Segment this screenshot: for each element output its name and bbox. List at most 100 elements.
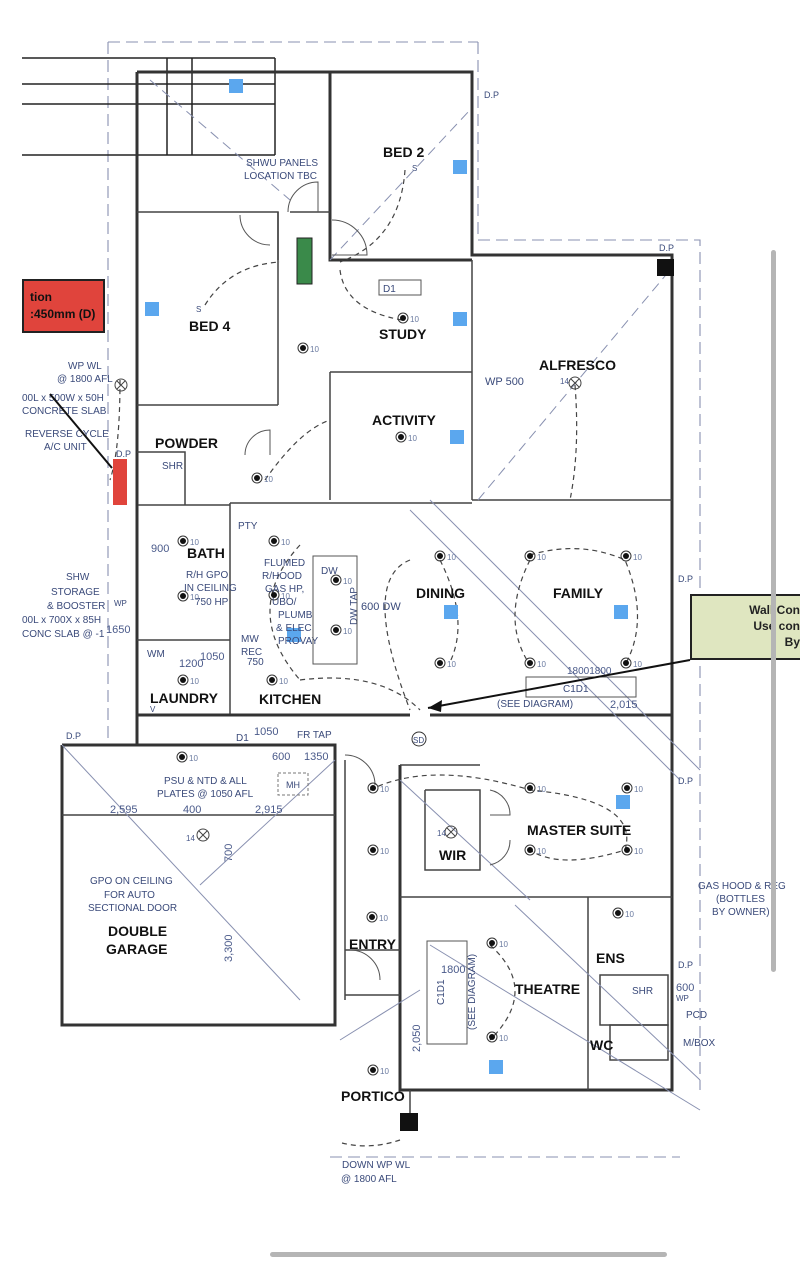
ac-unit-marker: [113, 459, 127, 505]
label-dp-7: D.P: [678, 960, 693, 970]
downlight-label: 10: [408, 434, 417, 443]
downlight-ring: [486, 1031, 498, 1043]
room-laundry: LAUNDRY: [150, 690, 219, 706]
dim-600-ens: 600: [676, 982, 694, 994]
label-sd: SD: [413, 736, 424, 745]
note-psu-1: PSU & NTD & ALL: [164, 776, 247, 787]
downlight-icon: [527, 785, 533, 791]
label-dw-tap: DW TAP: [349, 587, 360, 625]
post: [657, 259, 674, 276]
downlight-label: 10: [343, 627, 352, 636]
downlight-icon: [437, 553, 443, 559]
downlight-ring: [266, 674, 278, 686]
note-gpo-1: GPO ON CEILING: [90, 876, 173, 887]
label-wm: WM: [147, 649, 165, 660]
downlight-label: 10: [189, 754, 198, 763]
downlight-ring: [486, 937, 498, 949]
walls: [60, 70, 674, 1130]
label-shr-ens: SHR: [632, 986, 653, 997]
note-rhgpo-2: IN CEILING: [184, 583, 237, 594]
dim-900: 900: [151, 543, 169, 555]
downlight-label: 10: [537, 785, 546, 794]
dim-2595: 2,595: [110, 804, 138, 816]
label-750: 750: [247, 657, 264, 668]
downlight-ring: [524, 550, 536, 562]
label-dw: DW: [321, 566, 338, 577]
note-rc-1: REVERSE CYCLE: [25, 429, 109, 440]
downlight-icon: [527, 660, 533, 666]
callout-arrow: [427, 659, 691, 709]
vertical-scrollbar[interactable]: [771, 250, 776, 972]
doors: [239, 181, 511, 981]
downlight-ring: [620, 550, 632, 562]
exhaust-fan-cross: [570, 378, 580, 388]
downlight-icon: [180, 677, 186, 683]
hall-marker: [296, 237, 313, 285]
note-gas-1: GAS HOOD & REG: [698, 881, 786, 892]
downlight-icon: [179, 754, 185, 760]
downlight-label: 10: [537, 553, 546, 562]
horizontal-scrollbar[interactable]: [270, 1252, 667, 1257]
note-wpwl-2: @ 1800 AFL: [57, 374, 113, 385]
dim-1800: 1800: [441, 964, 465, 976]
note-down-1: DOWN WP WL: [342, 1160, 411, 1171]
room-bath: BATH: [187, 545, 225, 561]
downlight-label: 10: [190, 677, 199, 686]
downlight-ring: [367, 1064, 379, 1076]
downlight-ring: [366, 911, 378, 923]
label-s-bed2: S: [412, 164, 417, 173]
downlight-ring: [177, 535, 189, 547]
label-s-bed4: S: [196, 305, 201, 314]
wiring: [109, 169, 638, 1147]
downlight-label: 10: [447, 660, 456, 669]
note-flumed-7: PROVAY: [278, 636, 319, 647]
label-pty: PTY: [238, 521, 258, 532]
downlight-ring: [177, 674, 189, 686]
downlight-ring: [524, 844, 536, 856]
downlight-label: 10: [380, 1067, 389, 1076]
note-wpwl-1: WP WL: [68, 361, 102, 372]
downlight-label: 10: [625, 910, 634, 919]
downlight-ring: [176, 751, 188, 763]
note-down-2: @ 1800 AFL: [341, 1174, 397, 1185]
label-d1-kitchen: D1: [236, 733, 249, 744]
downlight-icon: [180, 593, 186, 599]
downlight-icon: [369, 914, 375, 920]
label-pcd: PCD: [686, 1010, 707, 1021]
downlight-label: 10: [499, 1034, 508, 1043]
room-portico: PORTICO: [341, 1088, 405, 1104]
red-callout-line-2: :450mm (D): [30, 307, 96, 321]
downlight-icon: [489, 1034, 495, 1040]
downlight-label: 10: [281, 592, 290, 601]
downlight-ring: [397, 312, 409, 324]
mh-box: [277, 772, 309, 796]
note-flumed-4: UBO/: [272, 597, 297, 608]
room-bed-4: BED 4: [189, 318, 230, 334]
downlight-icon: [271, 592, 277, 598]
downlight-ring: [177, 590, 189, 602]
note-flumed-2: R/HOOD: [262, 571, 302, 582]
room-double-garage-1: DOUBLE: [108, 923, 167, 939]
downlight-icon: [271, 538, 277, 544]
note-shw-4: 00L x 700X x 85H: [22, 615, 101, 626]
downlight-icon: [624, 847, 630, 853]
exhaust-fan-icon: [196, 828, 210, 842]
room-activity: ACTIVITY: [372, 412, 436, 428]
note-gas-3: BY OWNER): [712, 907, 770, 918]
downlight-ring: [620, 657, 632, 669]
label-v: V: [150, 705, 156, 714]
dim-2915: 2,915: [255, 804, 283, 816]
green-callout-line-2: Use con: [753, 619, 800, 633]
downlight-label: 10: [537, 847, 546, 856]
room-family: FAMILY: [553, 585, 604, 601]
downlight-ring: [268, 589, 280, 601]
note-shw-1: SHW: [66, 572, 90, 583]
exhaust-fan-icon: [114, 378, 128, 392]
note-gpo-3: SECTIONAL DOOR: [88, 903, 177, 914]
ac-arrow: [49, 393, 113, 469]
note-flumed-6: & ELEC: [276, 623, 312, 634]
note-flumed-3: GAS HP,: [265, 584, 304, 595]
green-callout-line-3: By: [784, 635, 800, 649]
note-flumed-5: PLUMB: [278, 610, 313, 621]
